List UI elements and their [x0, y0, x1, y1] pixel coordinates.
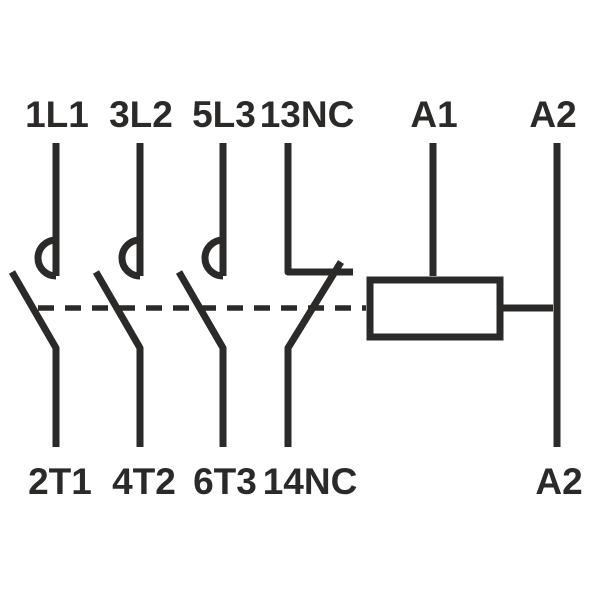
terminal-label-2T1: 2T1 [28, 461, 92, 502]
terminal-label-1L1: 1L1 [25, 94, 89, 135]
terminal-label-13NC: 13NC [260, 94, 355, 135]
pole2-moving-contact [92, 270, 144, 447]
terminal-label-A2-bottom: A2 [535, 461, 582, 502]
terminal-label-6T3: 6T3 [193, 461, 257, 502]
pole3-moving-contact [175, 270, 227, 447]
pole1-moving-contact [8, 270, 60, 447]
terminal-labels: 1L1 3L2 5L3 13NC A1 A2 2T1 4T2 6T3 14NC … [25, 94, 583, 502]
pole3-contact-arc [201, 236, 224, 280]
terminal-label-4T2: 4T2 [112, 461, 176, 502]
terminal-label-5L3: 5L3 [192, 94, 256, 135]
coil-box [366, 276, 504, 341]
terminal-label-A1: A1 [410, 94, 457, 135]
nc-aux-moving-contact [284, 260, 344, 447]
wires [8, 143, 561, 447]
terminal-label-14NC: 14NC [263, 461, 358, 502]
pole1-contact-arc [34, 236, 57, 280]
terminal-label-A2-top: A2 [529, 94, 576, 135]
terminal-label-3L2: 3L2 [109, 94, 173, 135]
pole2-contact-arc [118, 236, 141, 280]
